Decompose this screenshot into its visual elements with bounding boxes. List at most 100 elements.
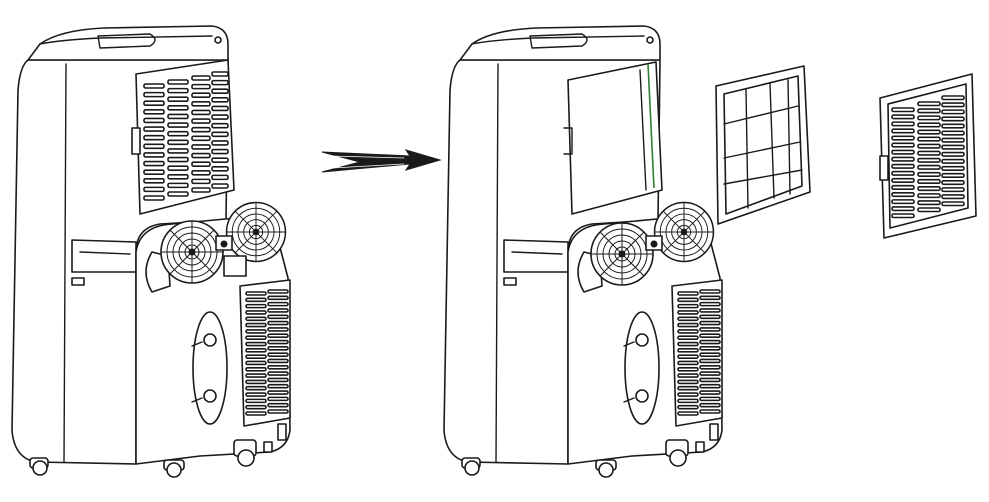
grille-slat bbox=[245, 392, 267, 397]
grille-slat bbox=[699, 289, 721, 294]
grille-slat bbox=[245, 366, 267, 372]
grille-slat bbox=[677, 398, 699, 404]
grille-slat bbox=[211, 79, 229, 86]
grille-slat bbox=[699, 358, 721, 364]
grille-slat bbox=[677, 404, 699, 410]
grille-slat bbox=[677, 366, 699, 372]
grille-slat bbox=[699, 371, 721, 376]
grille-slat bbox=[167, 148, 189, 154]
grille-slat bbox=[677, 291, 699, 296]
grille-slat bbox=[211, 97, 229, 103]
grille-slat bbox=[941, 144, 965, 150]
grille-slat bbox=[267, 320, 289, 326]
grille-slat bbox=[245, 348, 267, 353]
grille-slat bbox=[167, 113, 189, 120]
grille-slat bbox=[211, 183, 229, 189]
grille-slat bbox=[211, 174, 229, 181]
grille-slat bbox=[917, 171, 941, 177]
grille-slat bbox=[891, 184, 915, 191]
grille-slat bbox=[211, 114, 229, 120]
grille-slat bbox=[167, 139, 189, 146]
grille-slat bbox=[211, 88, 229, 95]
grille-slat bbox=[211, 122, 229, 129]
fine-mesh-filter bbox=[715, 65, 811, 225]
grille-slat bbox=[917, 207, 941, 213]
installed-filter-frame bbox=[135, 59, 235, 215]
grille-slat bbox=[267, 371, 289, 376]
grille-slat bbox=[677, 379, 699, 385]
grille-slat bbox=[941, 187, 965, 193]
grille-slat bbox=[699, 402, 721, 408]
grille-slat bbox=[941, 180, 965, 186]
grille-slat bbox=[891, 192, 915, 198]
grille-slat bbox=[917, 193, 941, 199]
grille-slat bbox=[941, 109, 965, 115]
grille-slat bbox=[191, 92, 211, 99]
grille-slat bbox=[917, 108, 941, 114]
grille-slat bbox=[267, 377, 289, 383]
grille-slat bbox=[167, 87, 189, 94]
grille-slat bbox=[677, 297, 699, 303]
grille-slat bbox=[891, 199, 915, 205]
grille-slat bbox=[941, 201, 965, 207]
grille-slat bbox=[191, 152, 211, 159]
grille-slat bbox=[143, 100, 165, 107]
grille-slat bbox=[191, 187, 211, 193]
grille-slat bbox=[267, 346, 289, 351]
direction-arrow bbox=[321, 149, 442, 173]
grille-slat bbox=[267, 308, 289, 313]
grille-slat bbox=[167, 105, 189, 111]
grille-slat bbox=[941, 151, 965, 157]
grille-slat bbox=[143, 134, 165, 141]
grille-slat bbox=[891, 114, 915, 120]
right-fan bbox=[225, 201, 287, 263]
grille-slat bbox=[891, 206, 915, 212]
grille-slat bbox=[167, 79, 189, 85]
grille-slat bbox=[267, 333, 289, 339]
exposed-panel bbox=[567, 61, 663, 215]
grille-slat bbox=[245, 310, 267, 315]
grille-slat bbox=[917, 157, 941, 163]
grille-slat bbox=[191, 83, 211, 90]
grille-slat bbox=[917, 164, 941, 170]
grille-slat bbox=[143, 177, 165, 184]
grille-slat bbox=[267, 339, 289, 345]
grille-slat bbox=[917, 122, 941, 128]
grille-slat bbox=[699, 364, 721, 370]
grille-slat bbox=[143, 117, 165, 124]
grille-slat bbox=[143, 169, 165, 175]
grille-slat bbox=[191, 144, 211, 150]
grille-slat bbox=[891, 142, 915, 148]
grille-slat bbox=[677, 360, 699, 366]
grille-slat bbox=[267, 295, 289, 301]
grille-slat bbox=[891, 121, 915, 127]
grille-slat bbox=[167, 173, 189, 180]
grille-slat bbox=[143, 143, 165, 150]
grille-slat bbox=[167, 182, 189, 189]
grille-slat bbox=[941, 116, 965, 122]
grille-slat bbox=[917, 129, 941, 135]
grille-slat bbox=[941, 95, 965, 101]
grille-slat bbox=[245, 335, 267, 341]
grille-slat bbox=[245, 341, 267, 347]
grille-slat bbox=[267, 301, 289, 307]
grille-slat bbox=[891, 163, 915, 169]
grille-slat bbox=[267, 390, 289, 395]
grille-slat bbox=[211, 71, 229, 77]
grille-slat bbox=[267, 352, 289, 357]
grille-slat bbox=[267, 358, 289, 364]
grille-slat bbox=[699, 314, 721, 320]
grille-slat bbox=[677, 373, 699, 378]
grille-slat bbox=[917, 200, 941, 206]
grille-slat bbox=[699, 320, 721, 326]
grille-slat bbox=[167, 122, 189, 128]
grille-slat bbox=[677, 303, 699, 309]
grille-slat bbox=[941, 172, 965, 179]
grille-slat bbox=[699, 409, 721, 414]
grille-slat bbox=[191, 161, 211, 167]
grille-slat bbox=[267, 383, 289, 389]
grille-slat bbox=[211, 140, 229, 146]
grille-slat bbox=[891, 107, 915, 113]
grille-slat bbox=[941, 137, 965, 143]
grille-slat bbox=[699, 301, 721, 307]
